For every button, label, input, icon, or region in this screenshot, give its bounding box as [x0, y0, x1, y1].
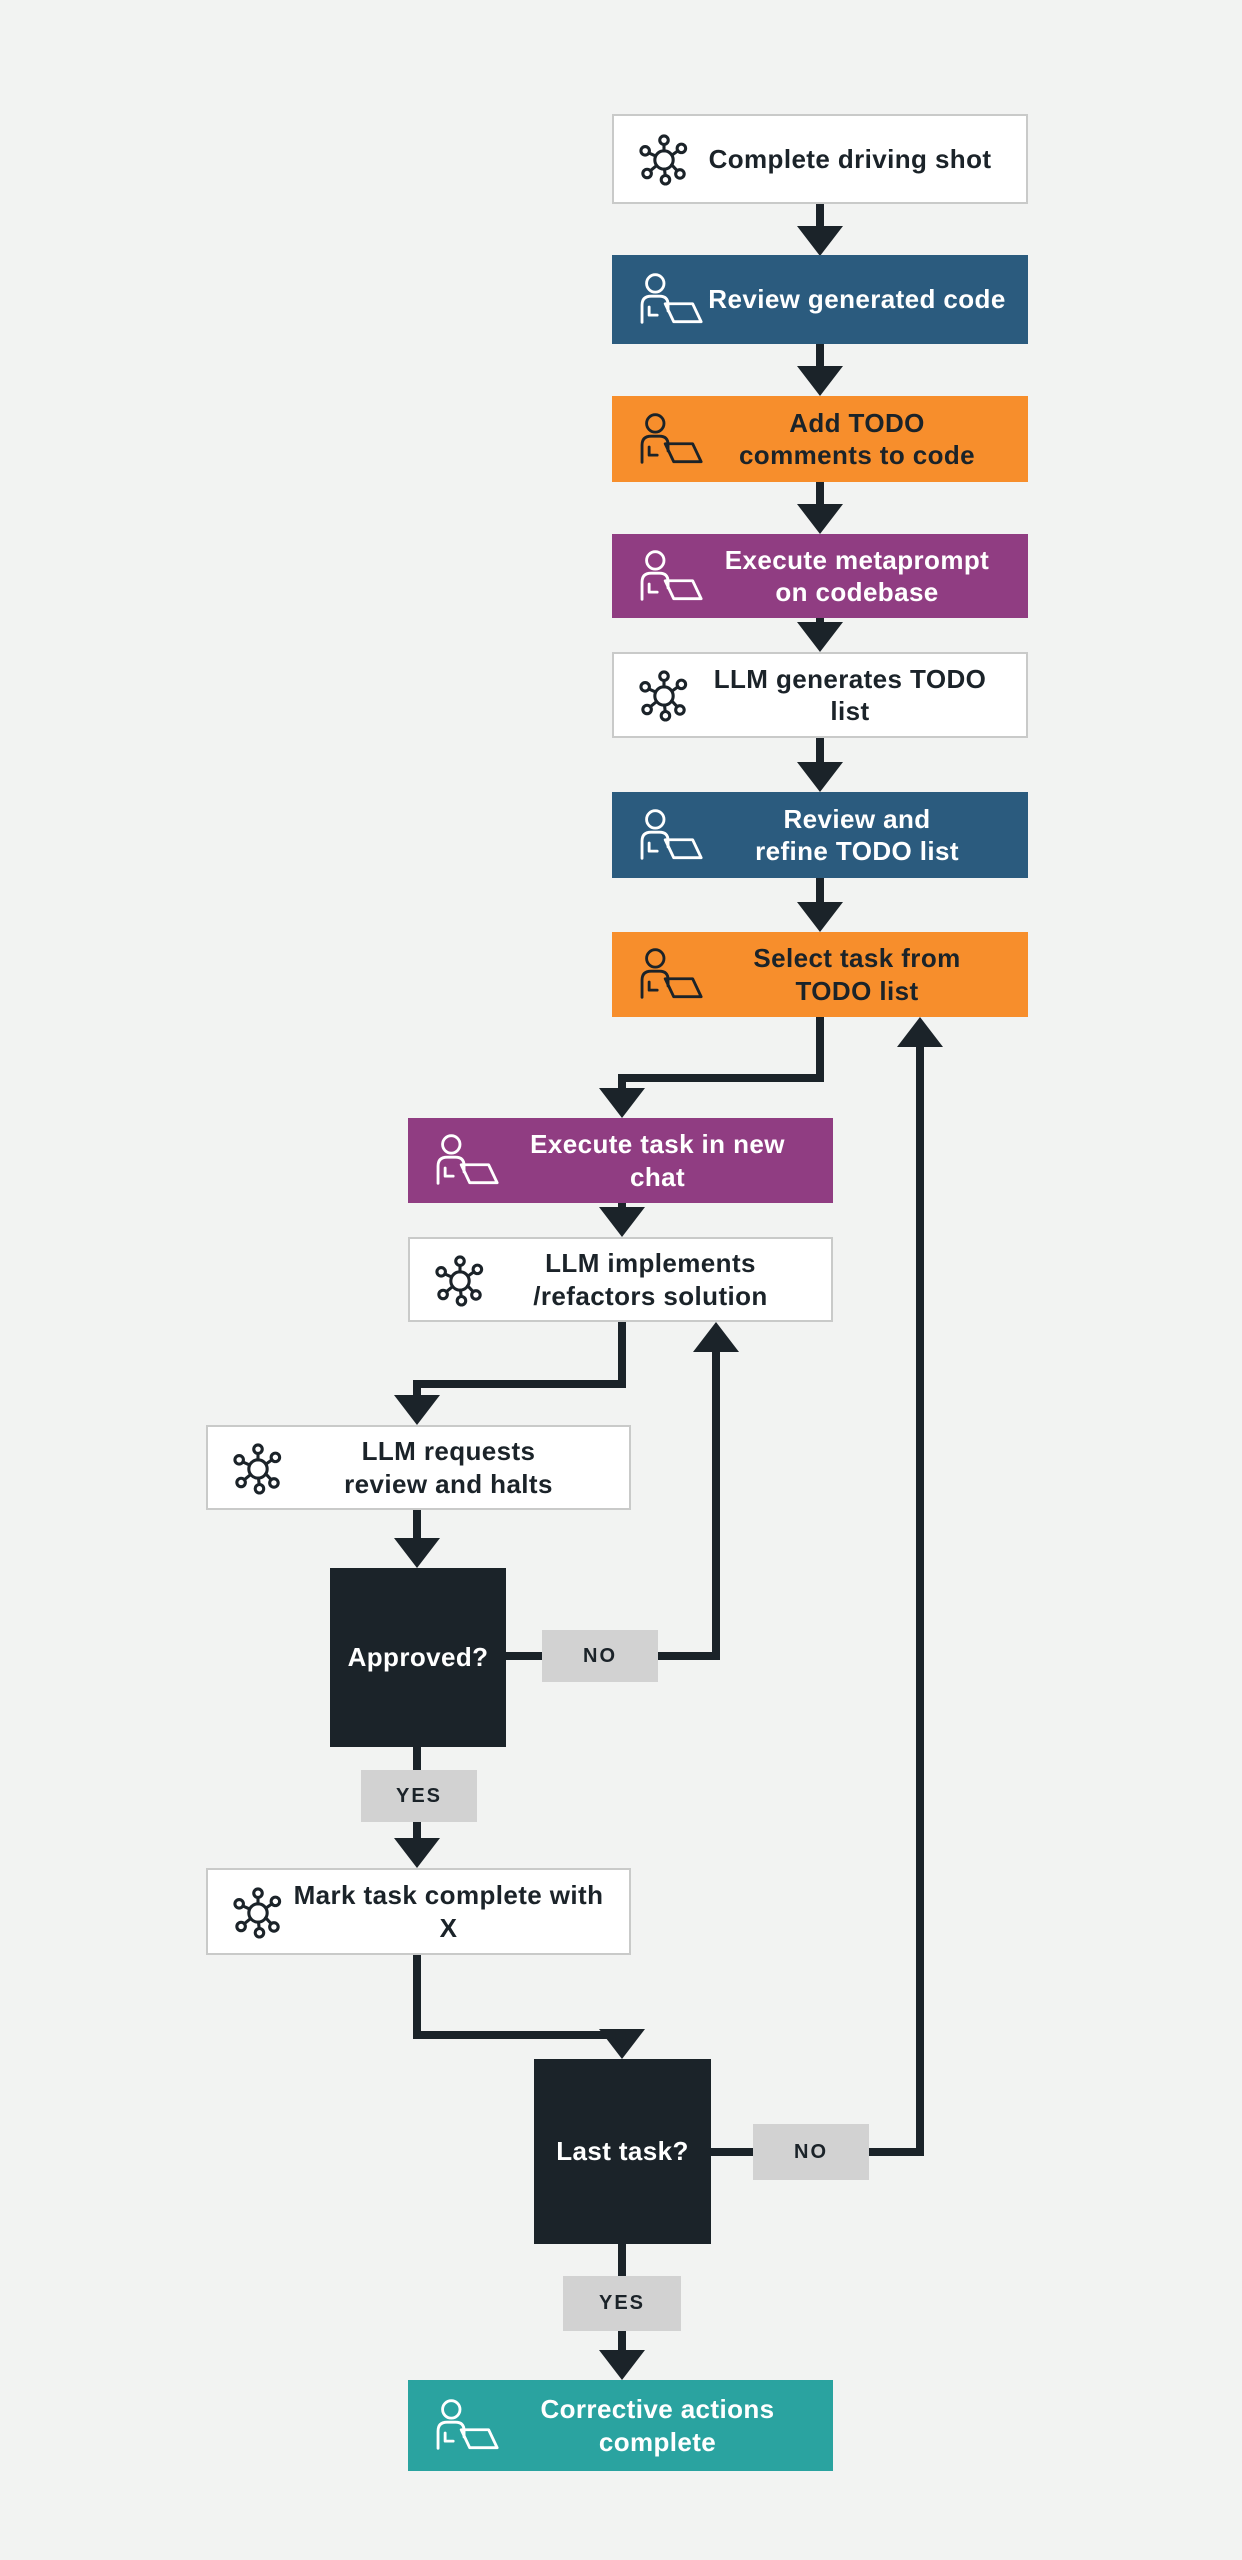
edge-approved-no-arrowhead [693, 1322, 739, 1352]
edge-approved-yes-arrowhead [394, 1838, 440, 1868]
person-laptop-icon [634, 947, 704, 1002]
node-label: Approved? [347, 1642, 489, 1673]
node-label: Review and refine TODO list [755, 803, 959, 867]
node-corrective-actions-complete: Corrective actions complete [408, 2380, 833, 2471]
edge-9-10-elbow [413, 1380, 626, 1388]
edge-last-task-no-arrowhead [897, 1017, 943, 1047]
node-select-task-from-todo-list: Select task from TODO list [612, 932, 1028, 1017]
node-label: Mark task complete with X [293, 1880, 604, 1943]
person-laptop-icon [634, 272, 704, 327]
person-laptop-icon [634, 412, 704, 467]
edge-approved-no-vertical [712, 1348, 720, 1660]
node-label: Corrective actions complete [540, 2394, 775, 2457]
edge-3-4-shaft [816, 482, 824, 510]
edge-last-task-no-vertical [916, 1043, 924, 2156]
llm-network-icon [432, 1252, 488, 1308]
node-complete-driving-shot: Complete driving shot [612, 114, 1028, 204]
edge-10-approved-arrowhead [394, 1538, 440, 1568]
edge-label-last-task-no: NO [753, 2124, 869, 2180]
node-add-todo-comments: Add TODO comments to code [612, 396, 1028, 482]
node-review-generated-code: Review generated code [612, 255, 1028, 344]
node-label: Execute metaprompt on codebase [724, 544, 990, 608]
node-decision-last-task: Last task? [534, 2059, 711, 2244]
edge-3-4-arrowhead [797, 504, 843, 534]
node-llm-generates-todo-list: LLM generates TODO list [612, 652, 1028, 738]
edge-9-10-shaft [413, 1380, 421, 1398]
node-label: Execute task in new chat [530, 1129, 785, 1192]
edge-9-10-arrowhead [394, 1395, 440, 1425]
edge-4-5-arrowhead [797, 622, 843, 652]
person-laptop-icon [430, 1133, 500, 1188]
edge-last-task-yes-arrowhead [599, 2350, 645, 2380]
node-label: LLM implements /refactors solution [533, 1248, 768, 1311]
node-label: LLM requests review and halts [344, 1436, 553, 1499]
node-mark-task-complete: Mark task complete with X [206, 1868, 631, 1955]
edge-7-8-arrowhead [599, 1088, 645, 1118]
edge-1-2-arrowhead [797, 226, 843, 256]
edge-10-approved-shaft [413, 1510, 421, 1542]
node-label: Complete driving shot [708, 143, 992, 174]
edge-label-last-task-yes: YES [563, 2276, 681, 2331]
edge-5-6-arrowhead [797, 762, 843, 792]
llm-network-icon [636, 667, 692, 723]
node-execute-metaprompt: Execute metaprompt on codebase [612, 534, 1028, 618]
edge-12-13-elbow [413, 2031, 626, 2039]
edge-12-13-drop [413, 1955, 421, 2039]
edge-12-13-arrowhead [599, 2029, 645, 2059]
edge-7-8-elbow [618, 1074, 824, 1082]
node-label: Review generated code [708, 284, 1006, 315]
person-laptop-icon [634, 549, 704, 604]
edge-label-approved-yes: YES [361, 1770, 477, 1822]
edge-1-2-shaft [816, 204, 824, 232]
node-review-refine-todo-list: Review and refine TODO list [612, 792, 1028, 878]
edge-9-10-drop [618, 1322, 626, 1384]
node-llm-implements-refactors: LLM implements /refactors solution [408, 1237, 833, 1322]
person-laptop-icon [634, 808, 704, 863]
llm-network-icon [636, 131, 692, 187]
edge-7-8-drop [816, 1017, 824, 1078]
edge-6-7-shaft [816, 878, 824, 908]
node-llm-requests-review-halts: LLM requests review and halts [206, 1425, 631, 1510]
edge-2-3-shaft [816, 344, 824, 372]
llm-network-icon [230, 1440, 286, 1496]
edge-6-7-arrowhead [797, 902, 843, 932]
node-label: Select task from TODO list [753, 943, 961, 1006]
node-decision-approved: Approved? [330, 1568, 506, 1747]
node-label: Add TODO comments to code [738, 407, 976, 471]
node-label: Last task? [556, 2136, 689, 2167]
edge-2-3-arrowhead [797, 366, 843, 396]
node-execute-task-in-new-chat: Execute task in new chat [408, 1118, 833, 1203]
edge-5-6-shaft [816, 738, 824, 768]
person-laptop-icon [430, 2398, 500, 2453]
edge-label-approved-no: NO [542, 1630, 658, 1682]
node-label: LLM generates TODO list [713, 663, 987, 727]
edge-7-8-shaft [618, 1074, 626, 1092]
edge-8-9-arrowhead [599, 1207, 645, 1237]
llm-network-icon [230, 1884, 286, 1940]
